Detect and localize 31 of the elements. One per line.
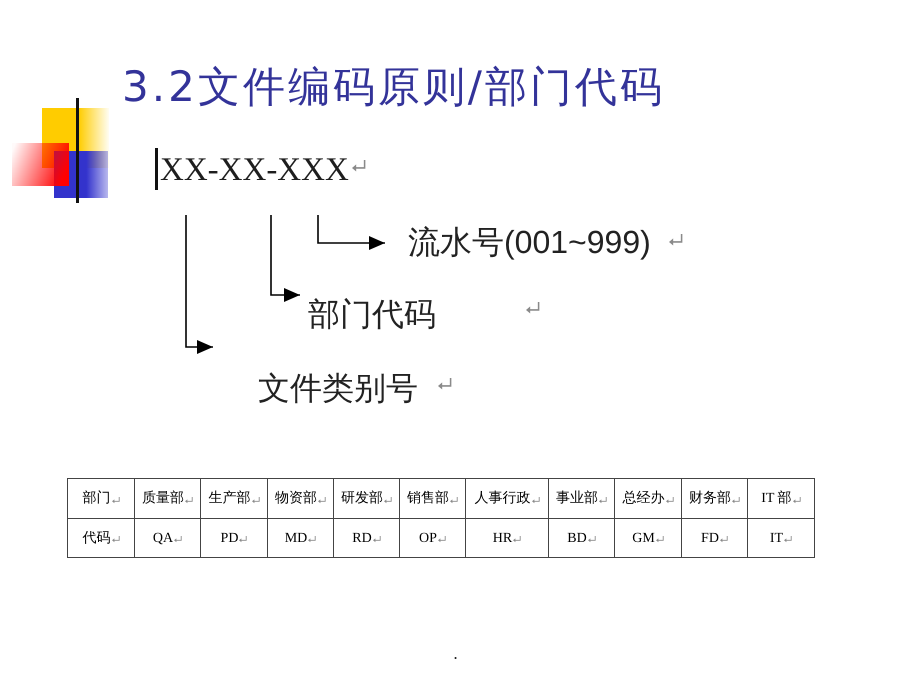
arrow [185, 215, 213, 354]
department-name: 人事行政 [474, 492, 530, 506]
department-code: GM [632, 532, 655, 546]
department-name: 销售部 [407, 492, 449, 506]
department-code: FD [701, 532, 719, 546]
department-code: QA [152, 532, 174, 546]
code-format-text: XX-XX-XXX [160, 154, 349, 187]
code-part-label: 部门代码 [308, 298, 436, 330]
dot-text: . [453, 646, 458, 662]
department-name: 财务部 [689, 492, 731, 506]
slide-title: 3.2文件编码原则/部门代码 [122, 66, 665, 108]
department-name: 研发部 [341, 492, 383, 506]
department-code: HR [492, 532, 512, 546]
department-name: 总经办 [622, 492, 664, 506]
department-code: RD [352, 532, 372, 546]
department-code: IT [770, 532, 784, 546]
arrow [270, 215, 300, 302]
row-header-text: 部门 [82, 492, 110, 506]
department-name: 生产部 [208, 492, 250, 506]
department-name: 质量部 [142, 492, 184, 506]
row-header-text: 代码 [82, 532, 110, 546]
department-name: IT 部 [761, 492, 792, 506]
department-name: 物资部 [275, 492, 317, 506]
department-code: BD [567, 532, 587, 546]
code-part-label: 流水号(001~999) [408, 226, 651, 258]
arrow [317, 215, 385, 250]
department-code: MD [284, 532, 308, 546]
department-code: OP [419, 532, 437, 546]
department-name: 事业部 [556, 492, 598, 506]
code-part-label: 文件类别号 [258, 372, 418, 404]
department-code: PD [220, 532, 238, 546]
